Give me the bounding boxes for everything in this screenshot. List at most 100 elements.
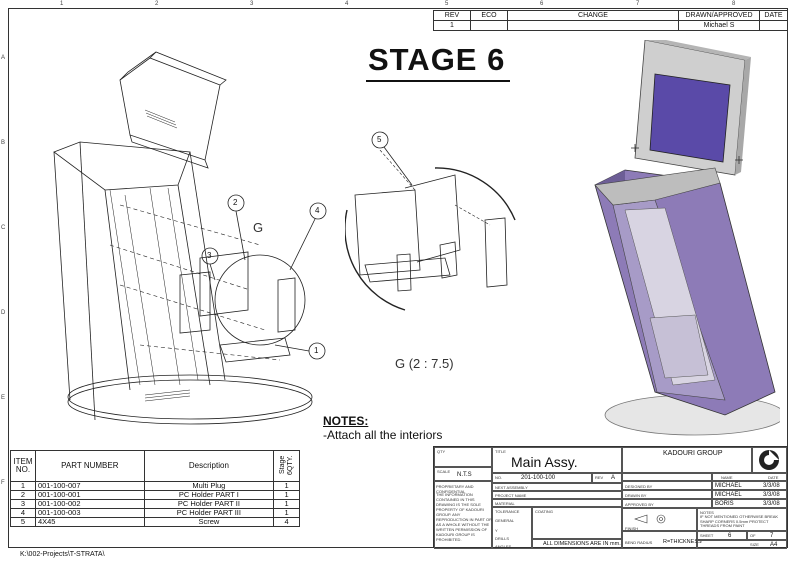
number-cell: NO. 201-100-100 xyxy=(492,473,592,483)
scale-cell: SCALE N.T.S xyxy=(434,467,492,481)
rev-cell: REV A xyxy=(592,473,622,483)
zone-left-d: D xyxy=(1,310,6,316)
drawing-number: 201-100-100 xyxy=(521,475,556,481)
qty-label: QTY xyxy=(437,449,446,454)
monitor-housing xyxy=(119,57,221,161)
sheet-label: SHEET xyxy=(700,533,714,538)
coating-label: COATING xyxy=(535,509,553,514)
zone-top-2: 2 xyxy=(155,1,159,7)
notes-text: -Attach all the interiors xyxy=(323,428,443,442)
bom-table: ITEM NO. PART NUMBER Description Stage 6… xyxy=(10,450,300,527)
zone-top-6: 6 xyxy=(540,1,544,7)
material-label: MATERIAL xyxy=(495,501,515,506)
approver-cell: BORIS 3/3/08 xyxy=(712,499,787,508)
zone-top-1: 1 xyxy=(60,1,64,7)
proprietary-cell: PROPRIETARY AND CONFIDENTIAL THE INFORMA… xyxy=(434,481,492,549)
designer-name: MICHAEL xyxy=(715,483,742,489)
bend-radius-label: BEND RADIUS xyxy=(625,540,653,545)
next-assy-cell: NEXT ASSEMBLY xyxy=(492,483,622,491)
zone-top-5: 5 xyxy=(445,1,449,7)
project-name-label: PROJECT NAME xyxy=(495,493,527,498)
stage-title: STAGE 6 xyxy=(368,42,506,77)
bom-header-stage-label: Stage 6QTY. xyxy=(278,455,294,475)
bom-header-part: PART NUMBER xyxy=(34,450,145,482)
tolerance-cell: TOLERANCE GENERAL Y DRILLS ANGLES xyxy=(492,507,532,549)
pc-holder-part-i xyxy=(199,251,249,317)
bom-item: 5 xyxy=(10,517,36,527)
number-label: NO. xyxy=(495,475,503,480)
balloon-4-label: 4 xyxy=(315,206,320,215)
tolerance-label: TOLERANCE xyxy=(495,509,520,514)
base-plate xyxy=(67,379,313,425)
table-row: 5 4X45 Screw 4 xyxy=(10,517,300,527)
date-label: DATE xyxy=(768,475,779,480)
balloon-1-label: 1 xyxy=(314,346,319,355)
proprietary-label: PROPRIETARY AND CONFIDENTIAL xyxy=(436,484,474,494)
rev-label: REV xyxy=(595,475,604,480)
detail-view-g xyxy=(345,150,516,311)
sheet-cell: SHEET 6 xyxy=(697,531,747,540)
tb-notes-label: NOTES xyxy=(700,510,714,515)
bom-qty: 4 xyxy=(273,517,300,527)
sheet-number: 6 xyxy=(728,533,732,539)
multi-plug xyxy=(219,337,291,363)
projection-symbol-icon xyxy=(634,514,666,524)
coating-cell: COATING xyxy=(532,507,622,539)
project-name-cell: PROJECT NAME xyxy=(492,491,622,499)
zone-left-f: F xyxy=(1,480,5,486)
approver-name: BORIS xyxy=(715,501,734,507)
pc-holder-part-iii xyxy=(277,277,296,333)
zone-top-8: 8 xyxy=(732,1,736,7)
tb-notes-text: IF NOT MENTIONED OTHERWISE BREAK SHARP C… xyxy=(700,514,779,528)
bom-header-item: ITEM NO. xyxy=(10,450,36,482)
company-name: KADOURI GROUP xyxy=(663,450,723,457)
bend-radius-cell: BEND RADIUS R=THICKNESS xyxy=(622,531,702,549)
revision-table: REV ECO CHANGE DRAWN/APPROVED DATE 1 Mic… xyxy=(433,10,788,31)
bom-header-desc: Description xyxy=(143,450,275,482)
name-col-cell: NAME DATE xyxy=(712,473,787,481)
title-label: TITLE xyxy=(495,449,506,454)
balloon-5-label: 5 xyxy=(377,135,382,144)
drawn-by-cell: DRAWN BY xyxy=(622,490,712,499)
name-header-cell xyxy=(622,473,712,481)
bom-desc: Screw xyxy=(143,517,275,527)
thickness-value: R=THICKNESS xyxy=(663,539,702,545)
title-block: QTY TITLE Main Assy. KADOURI GROUP SCALE… xyxy=(433,446,788,549)
company-cell: KADOURI GROUP xyxy=(622,447,752,473)
next-assy-label: NEXT ASSEMBLY xyxy=(495,485,528,490)
designed-by-label: DESIGNED BY xyxy=(625,484,653,489)
name-label: NAME xyxy=(721,475,733,480)
size-value: A4 xyxy=(770,542,778,548)
drawn-by-label: DRAWN BY xyxy=(625,493,647,498)
balloon-4-circle xyxy=(309,202,327,220)
scale-value: N.T.S xyxy=(457,472,472,478)
drawing-frame xyxy=(8,8,788,548)
drawn-date: 3/3/08 xyxy=(763,492,780,498)
designed-by-cell: DESIGNED BY xyxy=(622,481,712,490)
approved-date: 3/3/08 xyxy=(763,501,780,507)
approved-by-label: APPROVED BY xyxy=(625,502,654,507)
zone-left-a: A xyxy=(1,55,6,61)
finish-label: FINISH xyxy=(625,526,639,531)
zone-left-e: E xyxy=(1,395,6,401)
title-cell: TITLE Main Assy. xyxy=(492,447,622,473)
notes-block-cell: NOTES IF NOT MENTIONED OTHERWISE BREAK S… xyxy=(697,508,787,531)
of-label: OF xyxy=(750,533,756,538)
detail-callout-g: G xyxy=(253,220,264,235)
designer-cell: MICHAEL 3/3/08 xyxy=(712,481,787,490)
kiosk-rendering xyxy=(594,40,780,436)
file-path: K:\002-Projects\T-STRATA\ xyxy=(20,551,105,558)
balloon-5-circle xyxy=(371,131,389,149)
size-cell: SIZE A4 xyxy=(697,540,787,549)
logo-cell xyxy=(752,447,787,473)
exploded-assembly-view xyxy=(53,51,313,425)
zone-left-c: C xyxy=(1,225,6,231)
zone-top-3: 3 xyxy=(250,1,254,7)
total-sheets: 7 xyxy=(770,533,774,539)
proprietary-disclaimer: THE INFORMATION CONTAINED IN THIS DRAWIN… xyxy=(436,492,493,542)
drawing-title: Main Assy. xyxy=(511,454,578,470)
all-dims-note: ALL DIMENSIONS ARE IN mm. xyxy=(543,541,621,547)
bom-header-stage-qty: Stage 6QTY. xyxy=(273,450,300,482)
notes-heading: NOTES: xyxy=(323,414,369,428)
